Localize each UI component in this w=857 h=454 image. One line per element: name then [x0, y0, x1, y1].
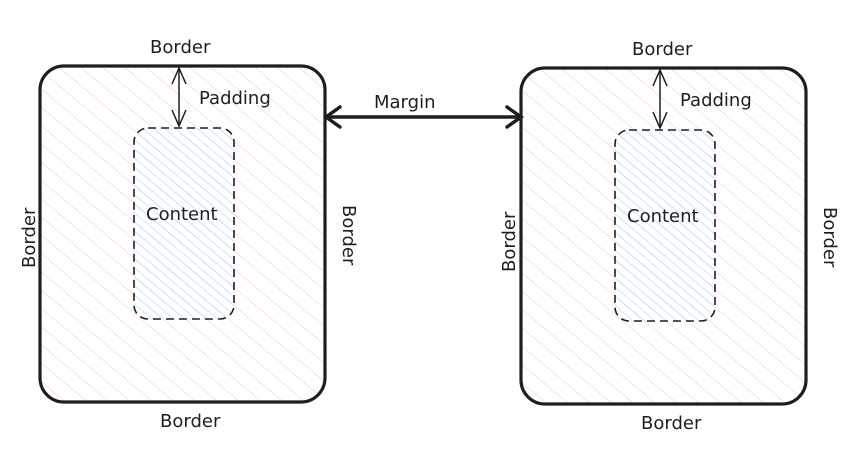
- content-right-border: [614, 129, 716, 322]
- box-left-border-left-label: Border: [19, 207, 40, 268]
- margin-label: Margin: [374, 92, 435, 113]
- box-left-content-label: Content: [146, 204, 218, 225]
- padding-left-arrow: [171, 66, 187, 128]
- content-right-fill: [615, 130, 715, 321]
- box-right-content-label: Content: [627, 206, 699, 227]
- box-left-border-right-label: Border: [338, 205, 359, 266]
- content-left-fill: [134, 128, 234, 319]
- box-left-border: [38, 64, 327, 404]
- content-left-border: [133, 127, 235, 320]
- box-right-border-left-label: Border: [499, 211, 520, 272]
- box-right-border-right-label: Border: [819, 207, 840, 268]
- padding-right-arrow: [652, 68, 668, 130]
- box-left: Border Padding Content Border Border Bor…: [19, 37, 359, 432]
- box-left-padding-label: Padding: [199, 88, 271, 109]
- box-right-border-top-label: Border: [632, 39, 693, 60]
- box-right-padding-label: Padding: [680, 90, 752, 111]
- box-left-border-top-label: Border: [150, 37, 211, 58]
- box-right-border-bottom-label: Border: [641, 413, 702, 434]
- box-right-border: [519, 66, 808, 406]
- box-left-border-bottom-label: Border: [160, 411, 221, 432]
- box-right: Border Padding Content Border Border Bor…: [499, 39, 840, 434]
